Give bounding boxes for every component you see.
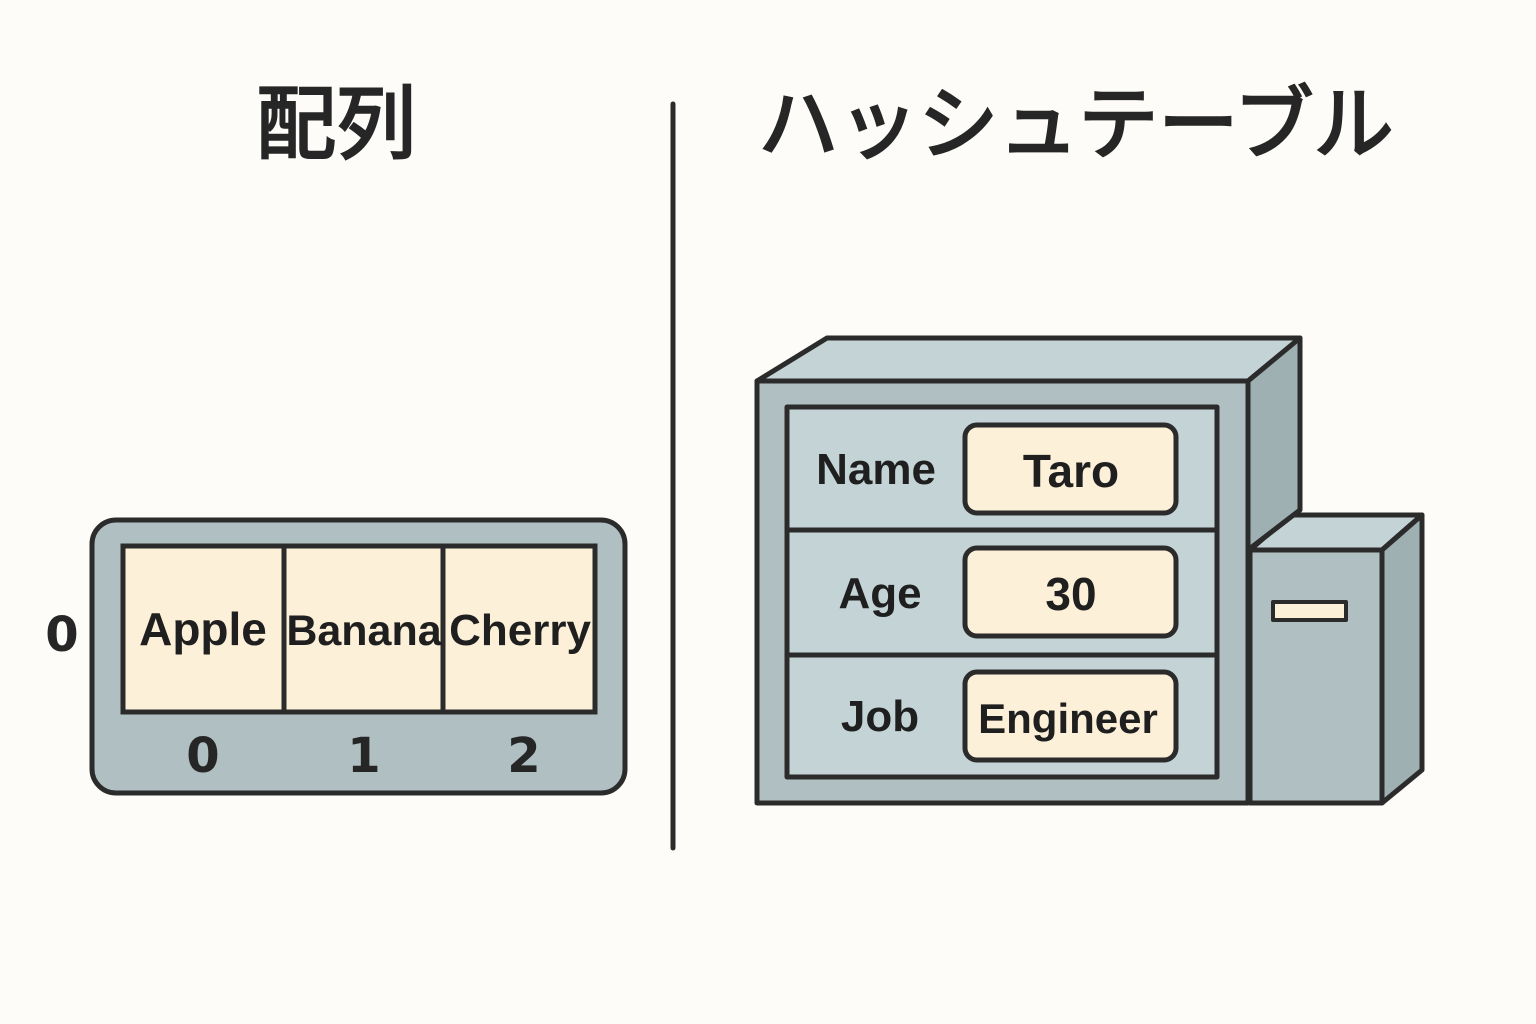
hash-key-age: Age [838,569,921,618]
array-cell-cherry: Cherry [449,606,591,655]
hash-value-box [962,422,1179,516]
hash-value-job: Engineer [978,695,1158,742]
array-title: 配列 [256,78,416,171]
array-cell-banana: Banana [286,607,442,655]
hash-key-name: Name [816,445,936,494]
hash-key-job: Job [841,692,919,741]
slot-icon [1271,600,1348,622]
hash-value-box [962,669,1179,763]
side-unit-side [1379,512,1425,806]
array-cell-apple: Apple [139,603,267,655]
array-side-index-label: 0 [45,607,78,663]
hash-value-age: 30 [1045,568,1096,620]
hash-value-box [962,545,1179,639]
side-unit-front [1247,547,1385,806]
hash-value-name: Taro [1023,445,1119,497]
array-index-1: 1 [347,728,380,784]
hash-table-diagram: Name Taro Age 30 Job Engineer [754,335,1425,806]
array-diagram: 0 Apple Banana Cherry 0 1 2 [45,517,628,796]
cabinet-top [754,335,1303,384]
hash-table-title: ハッシュテーブル [758,78,1393,171]
array-cells-frame [120,543,598,715]
array-index-0: 0 [186,728,219,784]
array-index-2: 2 [507,728,540,784]
